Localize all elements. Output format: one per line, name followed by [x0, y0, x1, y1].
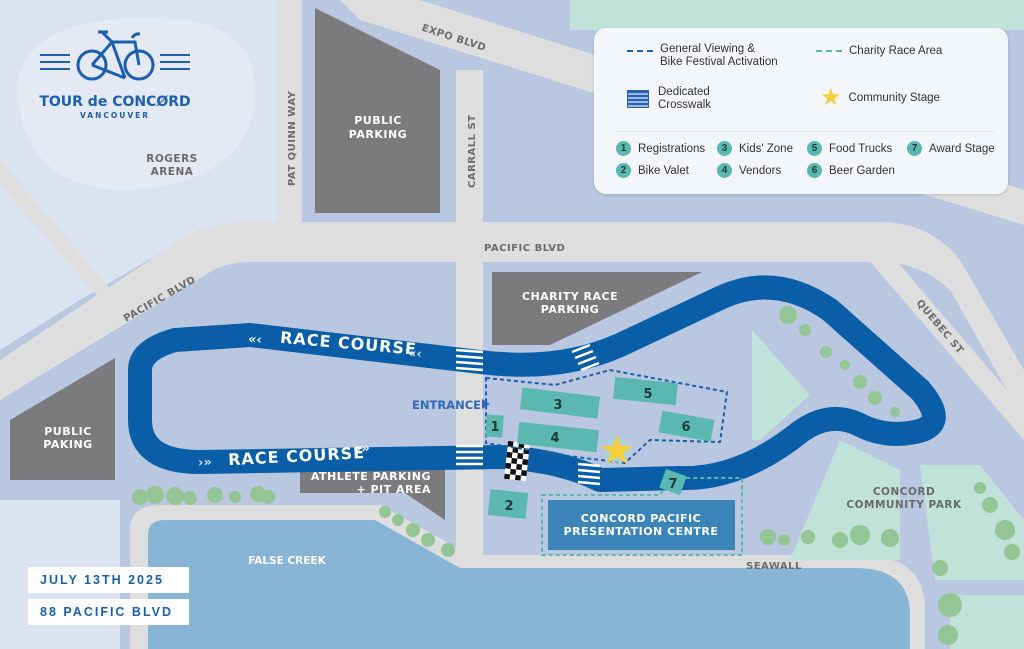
zone-badge: 2	[616, 163, 631, 178]
dotted-teal-line-icon	[816, 50, 842, 52]
park-top	[570, 0, 1024, 30]
legend-charity-area: Charity Race Area	[849, 45, 943, 57]
chevrons-left-icon: «‹	[407, 346, 422, 362]
legend-item: 6 Beer Garden	[807, 163, 895, 178]
chevrons-right-icon: ›»	[198, 455, 213, 471]
zone-badge: 6	[807, 163, 822, 178]
legend-text: Bike Festival Activation	[660, 56, 778, 68]
legend-item: 3 Kids' Zone	[717, 141, 793, 156]
legend-text: Crosswalk	[658, 99, 712, 111]
general-viewing-area	[485, 368, 729, 465]
road-carrall	[456, 70, 483, 560]
star-icon: ★	[820, 84, 842, 111]
public-parking-building	[315, 8, 440, 213]
road-pacific	[0, 222, 1024, 420]
rogers-arena-label: ROGERS	[146, 153, 197, 165]
public-paking-label: PUBLIC	[44, 425, 92, 438]
public-paking-label: PAKING	[43, 438, 92, 451]
legend-item: 7 Award Stage	[907, 141, 995, 156]
zone-3-label: 3	[553, 398, 562, 413]
legend-item-label: Award Stage	[929, 142, 995, 155]
public-parking-label: PARKING	[349, 128, 407, 141]
legend-item-label: Kids' Zone	[739, 142, 793, 155]
zone-1[interactable]: 1	[485, 414, 504, 438]
event-address: 88 PACIFIC BLVD	[28, 599, 189, 625]
legend-item-label: Bike Valet	[638, 164, 689, 177]
legend-item: 4 Vendors	[717, 163, 781, 178]
legend-item-label: Vendors	[739, 164, 782, 177]
race-course	[128, 275, 946, 492]
legend-divider	[616, 131, 994, 132]
logo-title: TOUR de CONCØRD	[39, 94, 190, 110]
community-stage-star-icon[interactable]	[601, 435, 633, 464]
legend-item: 2 Bike Valet	[616, 163, 689, 178]
public-parking-label: PUBLIC	[354, 114, 402, 127]
zone-7[interactable]: 7	[659, 468, 687, 496]
community-park-label: COMMUNITY PARK	[846, 499, 962, 511]
zone-2-label: 2	[504, 499, 513, 514]
chevrons-right-icon: ›»	[356, 441, 371, 457]
trees	[132, 306, 1020, 645]
presentation-centre-label: CONCORD PACIFIC	[581, 512, 701, 525]
entrance-label: ENTRANCE	[412, 398, 481, 412]
charity-race-area	[541, 477, 743, 556]
legend-item-label: Registrations	[638, 142, 706, 155]
legend-item: 1 Registrations	[616, 141, 705, 156]
charity-parking-label: CHARITY RACE	[522, 290, 618, 303]
crosswalk-markings	[455, 343, 601, 486]
zone-badge: 7	[907, 141, 922, 156]
logo-subtitle: VANCOUVER	[80, 111, 150, 120]
legend-community-stage: Community Stage	[848, 92, 940, 104]
zone-6[interactable]: 6	[658, 410, 715, 442]
concord-community-park	[790, 440, 900, 560]
presentation-centre-label: PRESENTATION CENTRE	[564, 525, 719, 538]
street-pat-quinn-way: PAT QUINN WAY	[287, 90, 298, 186]
zone-badge: 5	[807, 141, 822, 156]
presentation-centre-building	[548, 500, 735, 550]
athlete-parking-label: ATHLETE PARKING	[311, 470, 431, 483]
entrance-arrow-icon	[482, 399, 490, 409]
zone-4[interactable]: 4	[517, 421, 599, 453]
map-legend: General Viewing &Bike Festival Activatio…	[594, 28, 1008, 194]
false-creek-water	[148, 520, 910, 649]
athlete-parking-label: + PIT AREA	[356, 483, 431, 496]
legend-text: General Viewing &	[660, 43, 756, 55]
public-paking-building	[10, 358, 115, 480]
road-pat-quinn	[277, 0, 302, 235]
zone-7-label: 7	[668, 477, 677, 492]
zone-badge: 1	[616, 141, 631, 156]
zone-5-label: 5	[643, 387, 652, 402]
event-date: JULY 13TH 2025	[28, 567, 189, 593]
dotted-blue-line-icon	[627, 50, 653, 52]
street-pacific-blvd: PACIFIC BLVD	[484, 243, 565, 254]
crosswalk-icon	[627, 90, 649, 108]
zone-2[interactable]: 2	[487, 489, 529, 519]
false-creek-label: FALSE CREEK	[248, 555, 326, 567]
legend-item-label: Food Trucks	[829, 142, 893, 155]
legend-item-label: Beer Garden	[829, 164, 895, 177]
legend-item: 5 Food Trucks	[807, 141, 892, 156]
athlete-parking-building	[300, 468, 445, 520]
tour-de-concord-logo	[40, 30, 190, 81]
legend-general-viewing: General Viewing &Bike Festival Activatio…	[660, 43, 778, 69]
zone-3[interactable]: 3	[519, 387, 601, 419]
zone-badge: 3	[717, 141, 732, 156]
zone-6-label: 6	[681, 420, 690, 435]
finish-line-flag	[504, 440, 530, 482]
zone-5[interactable]: 5	[613, 376, 678, 406]
community-park-label: CONCORD	[873, 486, 935, 498]
zone-badge: 4	[717, 163, 732, 178]
chevrons-left-icon: «‹	[247, 332, 262, 348]
charity-parking-building	[492, 272, 702, 345]
legend-text: Dedicated	[658, 86, 710, 98]
zone-4-label: 4	[550, 431, 559, 446]
street-seawall: SEAWALL	[746, 561, 802, 572]
street-carrall-st: CARRALL ST	[467, 115, 478, 188]
zone-1-label: 1	[490, 420, 499, 435]
rogers-arena-label: ARENA	[151, 166, 194, 178]
charity-parking-label: PARKING	[541, 303, 599, 316]
